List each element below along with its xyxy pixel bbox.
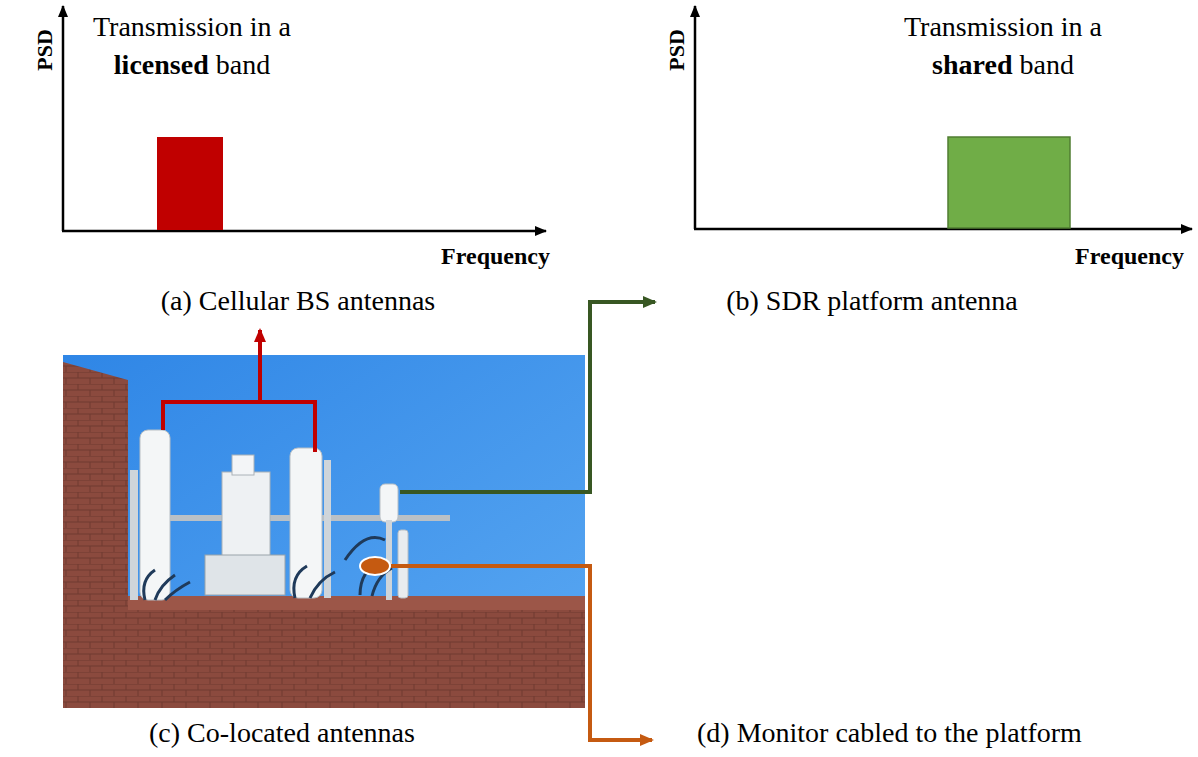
y-axis — [62, 6, 65, 231]
x-axis — [62, 230, 546, 233]
chart-title: band — [216, 50, 270, 81]
rack-unit — [205, 555, 285, 595]
sdr-antenna — [360, 484, 408, 600]
panel-caption: (c) Co-located antennas — [149, 718, 415, 749]
y-axis — [694, 6, 697, 229]
chart-title: Transmission in a — [93, 12, 291, 43]
antenna-panel — [290, 448, 322, 598]
equipment-rack — [205, 455, 285, 595]
chart-title: Transmission in a — [904, 12, 1102, 43]
monitor-dot — [360, 557, 390, 575]
bs-antenna-arrow — [258, 330, 262, 402]
panel-caption: (d) Monitor cabled to the platform — [697, 718, 1082, 749]
bs-antenna-bracket — [163, 402, 315, 452]
antenna-cables — [144, 570, 190, 600]
sky — [63, 355, 585, 708]
licensed-band-bar — [157, 137, 223, 230]
rack-top — [232, 455, 254, 475]
axis-label: PSD — [33, 29, 57, 71]
rooftop-photo — [63, 355, 585, 708]
psd-chart-a — [62, 6, 546, 231]
axis-label: PSD — [665, 29, 689, 71]
sdr-antenna-arrow — [400, 302, 655, 492]
parapet — [128, 596, 585, 610]
psd-chart-b — [694, 6, 1192, 229]
sdr-antenna-body — [380, 484, 398, 522]
antenna-panel — [140, 430, 170, 600]
shared-band-bar — [948, 137, 1070, 228]
axis-label: Frequency — [1075, 243, 1184, 269]
panel-caption: (a) Cellular BS antennas — [161, 286, 435, 317]
x-axis — [694, 228, 1192, 231]
chart-title: shared — [932, 50, 1012, 81]
panel-caption: (b) SDR platform antenna — [726, 286, 1018, 317]
rack-frame — [222, 472, 270, 560]
chart-title: licensed — [114, 50, 209, 81]
brick-building — [63, 362, 585, 708]
monitor-arrow — [391, 566, 652, 740]
cellular-antenna-left — [130, 430, 190, 600]
antenna-mast — [130, 470, 138, 600]
axis-label: Frequency — [441, 243, 550, 269]
chart-title: band — [1019, 50, 1073, 81]
